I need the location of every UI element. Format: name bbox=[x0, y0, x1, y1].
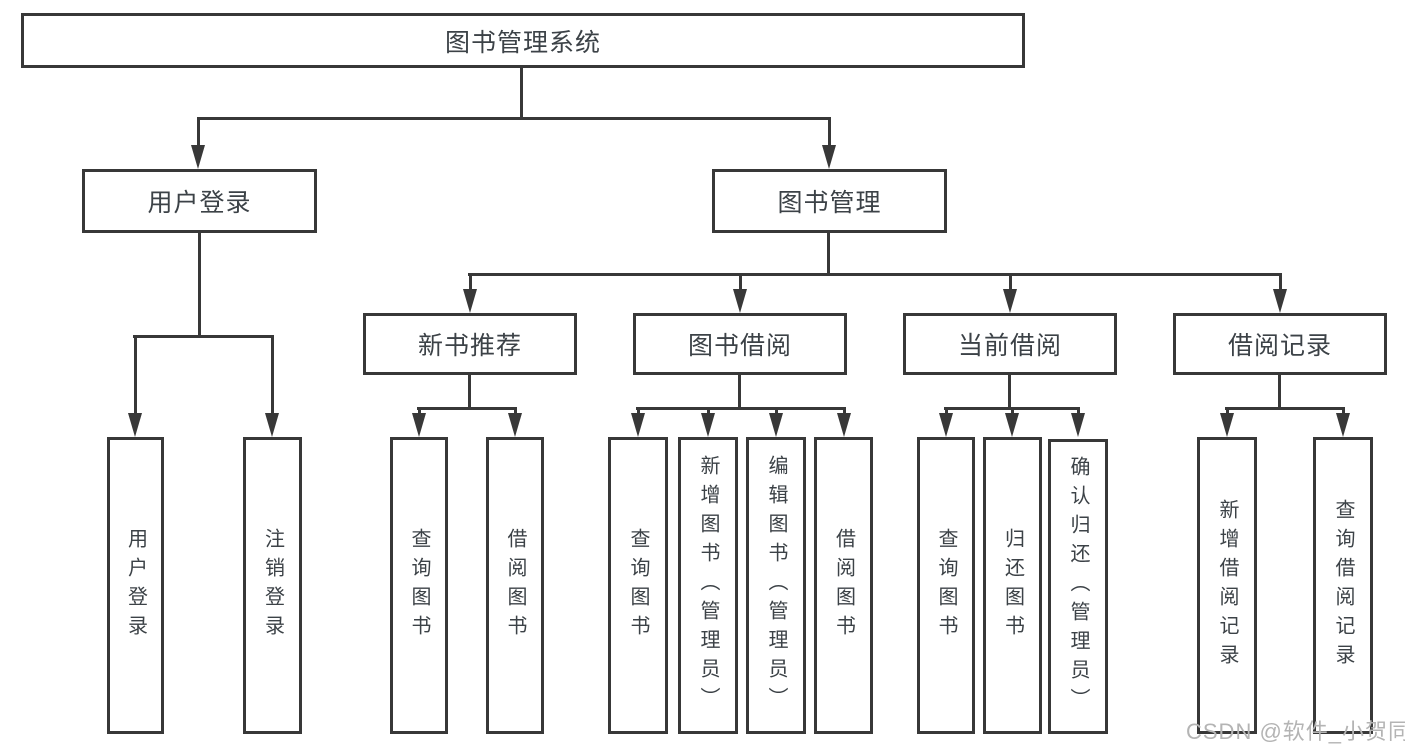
leaf-borrow-books-2: 借阅图书 bbox=[814, 437, 873, 734]
leaf-return-books-label: 归还图书 bbox=[1001, 527, 1024, 644]
connector-tail bbox=[514, 407, 517, 415]
leaf-query-books-2: 查询图书 bbox=[608, 437, 668, 734]
connector-tail bbox=[637, 407, 640, 415]
node-borrowing-records-label: 借阅记录 bbox=[1227, 332, 1332, 360]
connector-tail bbox=[1011, 407, 1014, 415]
connector-new-book-stub bbox=[468, 375, 471, 407]
leaf-add-books-admin: 新增图书（管理员） bbox=[678, 437, 738, 734]
connector-tail bbox=[828, 117, 831, 145]
leaf-edit-books-admin: 编辑图书（管理员） bbox=[746, 437, 806, 734]
arrowhead-down-icon bbox=[1220, 413, 1234, 437]
leaf-query-books-3-label: 查询图书 bbox=[935, 527, 957, 644]
leaf-confirm-return-admin: 确认归还（管理员） bbox=[1048, 439, 1108, 734]
leaf-borrow-books-1: 借阅图书 bbox=[486, 437, 544, 734]
node-current-borrowing: 当前借阅 bbox=[903, 313, 1117, 375]
connector-tail bbox=[1077, 407, 1080, 415]
leaf-borrow-books-1-label: 借阅图书 bbox=[504, 527, 526, 644]
leaf-user-login-label: 用户登录 bbox=[124, 527, 147, 644]
connector-tail bbox=[418, 407, 421, 415]
connector-tail bbox=[197, 117, 200, 145]
connector-tail bbox=[271, 335, 274, 413]
connector-tail bbox=[469, 273, 472, 289]
node-user-login-label: 用户登录 bbox=[147, 189, 252, 217]
node-book-borrowing-label: 图书借阅 bbox=[687, 332, 792, 360]
leaf-query-books-1-label: 查询图书 bbox=[408, 527, 430, 644]
connector-user-login-stub bbox=[198, 233, 201, 335]
arrowhead-down-icon bbox=[1005, 413, 1019, 437]
arrowhead-down-icon bbox=[769, 413, 783, 437]
node-root-label: 图书管理系统 bbox=[444, 28, 601, 57]
connector-current-borrow-stub bbox=[1008, 375, 1011, 407]
node-book-management: 图书管理 bbox=[712, 169, 947, 233]
node-root: 图书管理系统 bbox=[21, 13, 1025, 68]
node-book-borrowing: 图书借阅 bbox=[633, 313, 847, 375]
arrowhead-down-icon bbox=[1273, 289, 1287, 313]
leaf-logout: 注销登录 bbox=[243, 437, 302, 734]
leaf-borrow-books-2-label: 借阅图书 bbox=[832, 527, 855, 644]
connector-tail bbox=[134, 335, 137, 413]
node-borrowing-records: 借阅记录 bbox=[1173, 313, 1387, 375]
leaf-edit-books-admin-label: 编辑图书（管理员） bbox=[765, 455, 787, 716]
leaf-add-borrow-record-label: 新增借阅记录 bbox=[1216, 498, 1238, 673]
arrowhead-down-icon bbox=[837, 413, 851, 437]
arrowhead-down-icon bbox=[191, 145, 205, 169]
connector-book-borrow-stub bbox=[738, 375, 741, 407]
leaf-logout-label: 注销登录 bbox=[261, 527, 284, 644]
node-new-book-recommend-label: 新书推荐 bbox=[417, 332, 522, 360]
connector-rail-new-book bbox=[417, 407, 517, 410]
connector-tail bbox=[707, 407, 710, 415]
connector-rail-level1 bbox=[197, 117, 830, 120]
arrowhead-down-icon bbox=[412, 413, 426, 437]
arrowhead-down-icon bbox=[1071, 413, 1085, 437]
arrowhead-down-icon bbox=[508, 413, 522, 437]
arrowhead-down-icon bbox=[1336, 413, 1350, 437]
leaf-return-books: 归还图书 bbox=[983, 437, 1042, 734]
arrowhead-down-icon bbox=[128, 413, 142, 437]
connector-tail bbox=[945, 407, 948, 415]
arrowhead-down-icon bbox=[265, 413, 279, 437]
connector-rail-borrow-records bbox=[1225, 407, 1345, 410]
connector-tail bbox=[843, 407, 846, 415]
arrowhead-down-icon bbox=[631, 413, 645, 437]
watermark: CSDN @软件_小贺同学 bbox=[1186, 719, 1405, 744]
connector-rail-user-login bbox=[133, 335, 274, 338]
node-book-management-label: 图书管理 bbox=[777, 189, 882, 217]
arrowhead-down-icon bbox=[822, 145, 836, 169]
connector-tail bbox=[775, 407, 778, 415]
connector-book-mgmt-stub bbox=[827, 233, 830, 273]
node-current-borrowing-label: 当前借阅 bbox=[957, 332, 1062, 360]
connector-tail bbox=[1009, 273, 1012, 289]
arrowhead-down-icon bbox=[701, 413, 715, 437]
arrowhead-down-icon bbox=[1003, 289, 1017, 313]
connector-tail bbox=[1226, 407, 1229, 415]
node-new-book-recommend: 新书推荐 bbox=[363, 313, 577, 375]
leaf-add-borrow-record: 新增借阅记录 bbox=[1197, 437, 1257, 734]
connector-tail bbox=[1279, 273, 1282, 289]
leaf-query-books-2-label: 查询图书 bbox=[627, 527, 649, 644]
connector-rail-book-mgmt bbox=[468, 273, 1282, 276]
connector-borrow-records-stub bbox=[1278, 375, 1281, 407]
leaf-confirm-return-admin-label: 确认归还（管理员） bbox=[1067, 456, 1089, 717]
leaf-query-books-1: 查询图书 bbox=[390, 437, 448, 734]
arrowhead-down-icon bbox=[463, 289, 477, 313]
connector-tail bbox=[739, 273, 742, 289]
leaf-query-books-3: 查询图书 bbox=[917, 437, 975, 734]
leaf-user-login: 用户登录 bbox=[107, 437, 164, 734]
node-user-login: 用户登录 bbox=[82, 169, 317, 233]
connector-tail bbox=[1342, 407, 1345, 415]
leaf-query-borrow-record: 查询借阅记录 bbox=[1313, 437, 1373, 734]
arrowhead-down-icon bbox=[939, 413, 953, 437]
connector-rail-book-borrow bbox=[636, 407, 846, 410]
leaf-add-books-admin-label: 新增图书（管理员） bbox=[697, 455, 719, 716]
leaf-query-borrow-record-label: 查询借阅记录 bbox=[1332, 498, 1354, 673]
arrowhead-down-icon bbox=[733, 289, 747, 313]
connector-root-stub bbox=[520, 68, 523, 117]
